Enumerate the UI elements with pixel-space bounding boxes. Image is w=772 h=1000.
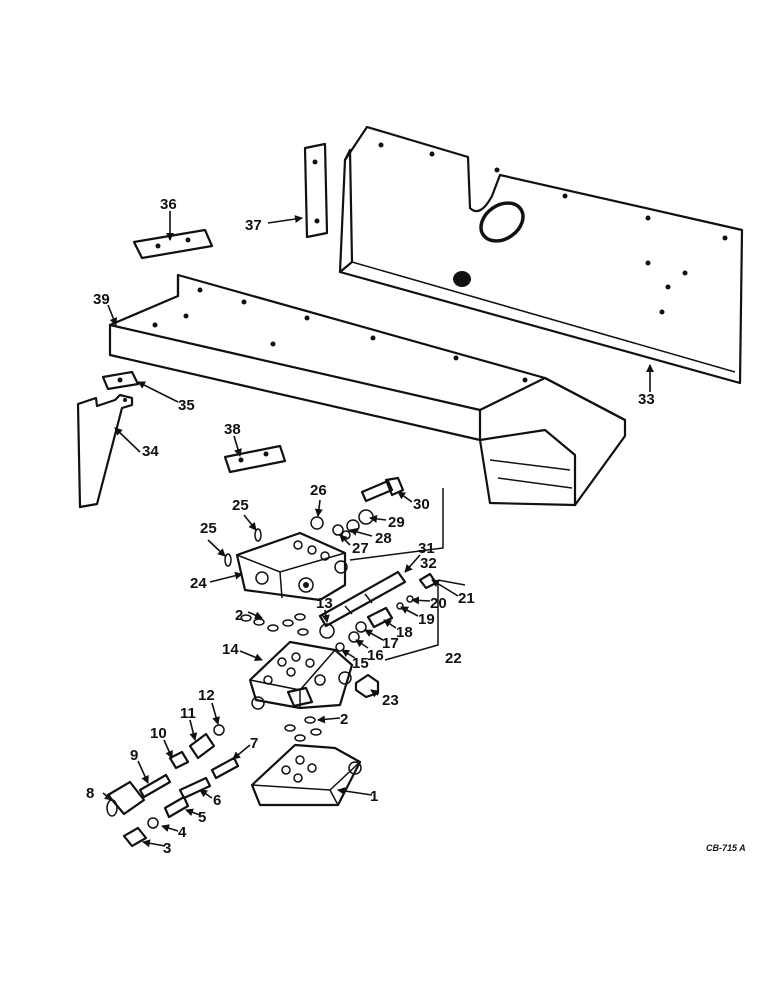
callout-9: 9 [130,747,138,764]
plate-35 [101,370,140,391]
callout-12: 12 [198,687,215,704]
callout-14: 14 [222,641,239,658]
callout-31: 31 [418,540,435,557]
bracket-line-22 [384,580,439,661]
callout-38: 38 [224,421,241,438]
bracket-34 [76,393,134,509]
callout-2-upper: 2 [235,607,243,624]
callout-33: 33 [638,391,655,408]
callout-2-lower: 2 [340,711,348,728]
drawing-reference: CB-715 A [706,843,746,853]
strap-37 [303,142,329,239]
valve-body-24 [235,531,348,602]
callout-37: 37 [245,217,262,234]
callout-4: 4 [178,824,187,841]
callout-25-left: 25 [200,520,217,537]
callout-39: 39 [93,291,110,308]
callout-35: 35 [178,397,195,414]
callout-26: 26 [310,482,327,499]
callout-11: 11 [180,705,196,722]
callout-24: 24 [190,575,207,592]
channel-39 [108,273,627,507]
callout-1: 1 [370,788,378,805]
callout-8: 8 [86,785,94,802]
callout-15: 15 [352,655,369,672]
callout-7: 7 [250,735,258,752]
bracket-line-22-top [437,579,466,586]
callout-21: 21 [458,590,475,607]
callout-34: 34 [142,443,159,460]
side-panel-33 [338,125,744,385]
callout-29: 29 [388,514,405,531]
callout-27: 27 [352,540,369,557]
valve-body-14 [248,640,354,710]
callout-3: 3 [163,840,171,857]
callout-28: 28 [375,530,392,547]
leader-lines [102,211,654,848]
callout-30: 30 [413,496,430,513]
callout-13: 13 [316,595,333,612]
callout-6: 6 [213,792,221,809]
bracket-line-31 [349,488,444,561]
callout-22: 22 [445,650,462,667]
callout-18: 18 [396,624,413,641]
plate-36 [132,228,214,260]
plate-38 [223,444,287,474]
callout-32: 32 [420,555,437,572]
callout-23: 23 [382,692,399,709]
end-cover-1 [250,743,362,807]
callout-20: 20 [430,595,447,612]
callout-5: 5 [198,809,206,826]
callout-19: 19 [418,611,435,628]
callout-36: 36 [160,196,177,213]
callout-17: 17 [382,635,399,652]
callout-10: 10 [150,725,167,742]
callout-16: 16 [367,647,384,664]
callout-labels: 1 2 2 3 4 5 6 7 8 9 10 11 12 13 14 15 16… [86,196,746,857]
callout-25-right: 25 [232,497,249,514]
